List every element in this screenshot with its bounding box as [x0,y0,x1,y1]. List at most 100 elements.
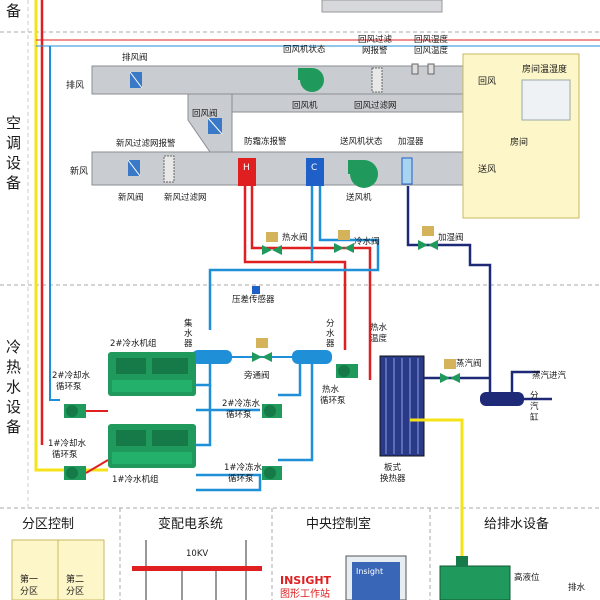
humidifier [401,157,413,185]
hvac-label-1: 空 [6,114,21,132]
chw-pump1-label-2: 循环泵 [228,473,254,484]
humidifier-steam-line [406,186,440,247]
return-branch [231,93,471,113]
supply-air-label: 送风 [478,163,496,175]
chw-loop-2 [278,364,302,397]
supply-fan-status-label: 送风机状态 [340,136,383,147]
plate-hx-label-1: 板式 [384,462,402,473]
fresh-filter [163,155,175,183]
exhaust-damper-label: 排风阀 [122,52,148,63]
top-section-label: 备 [6,2,21,20]
plate-heat-exchanger[interactable] [379,355,425,457]
return-fan[interactable] [298,68,324,92]
chiller-label-2: 热 [6,358,21,376]
voltage-label: 10KV [186,549,208,559]
fresh-air-label: 新风 [70,165,88,177]
cw-pump-2[interactable] [64,404,86,418]
chiller-2[interactable] [108,352,196,396]
supply-fan[interactable] [348,160,378,188]
hw-temp-label-1: 热水 [370,322,388,333]
return-filter-label: 回风过滤网 [354,100,397,111]
return-temp-label: 回风温度 [414,45,449,56]
chw-pump1-label-1: 1#冷冻水 [224,462,263,473]
cw-pump2-label-1: 2#冷却水 [52,370,91,381]
collector-label-1: 集 [184,318,193,329]
water-signal-line [410,418,464,560]
zone1-label-2: 分区 [20,586,38,597]
water-tank [439,565,511,600]
chiller2-label: 2#冷水机组 [110,338,157,349]
hvac-label-2: 调 [6,134,21,152]
steam-header-label-1: 分 [530,391,539,401]
steam-valve[interactable] [440,359,460,383]
chw-loop-1 [278,364,314,462]
fresh-filter-alarm-label: 新风过滤网报警 [116,138,176,149]
steam-inlet-branch [510,370,540,392]
chw-pump2-label-1: 2#冷冻水 [222,398,261,409]
hw-pump-label-1: 热水 [322,384,340,395]
chw-pump1-link [196,473,262,492]
insight-brand: INSIGHT [280,574,332,587]
supply-fan-label: 送风机 [346,192,372,203]
return-humidity-sensor [427,63,435,75]
chw-return-line [208,186,380,330]
chiller-label-1: 冷 [6,338,21,356]
hot-water-pump[interactable] [336,364,358,378]
zone2-label-1: 第二 [66,573,84,585]
water-collector [192,350,232,364]
dp-sensor [252,286,260,294]
high-level-label: 高液位 [514,572,540,583]
hot-water-supply-line [243,186,347,350]
power-busbar [132,566,262,571]
return-damper-label: 回风阀 [192,109,218,119]
humidification-valve[interactable] [418,226,438,250]
distributor-label-1: 分 [326,319,335,329]
chw-ret-1 [196,385,212,447]
return-temp-sensor [411,63,419,75]
exhaust-air-label: 排风 [66,79,84,91]
chw-pump2-label-2: 循环泵 [226,409,252,420]
insight-subtitle: 图形工作站 [280,587,330,600]
cw-pump1-label-2: 循环泵 [52,449,78,460]
drain-label: 排水 [568,582,586,593]
chw-pump-2[interactable] [262,404,282,418]
hot-water-valve[interactable] [262,232,282,255]
chw-pump-1[interactable] [262,466,282,480]
cooling-coil [306,158,324,186]
chiller-label-5: 备 [6,418,21,436]
cold-water-valve-label: 冷水阀 [354,236,380,247]
distributor-label-3: 器 [326,339,335,349]
workstation-monitor[interactable] [345,555,407,600]
hw-pump-label-2: 循环泵 [320,395,346,406]
humidification-valve-label: 加湿阀 [438,232,464,243]
chiller-1[interactable] [108,424,196,468]
hw-temp-label-2: 温度 [370,333,388,344]
steam-header-label-3: 缸 [530,412,539,423]
fresh-filter-label: 新风过滤网 [164,192,207,203]
cooling-coil-letter: C [311,163,317,173]
cw-pump-1[interactable] [64,466,86,480]
fresh-damper-label: 新风阀 [118,192,144,203]
return-fan-label: 回风机 [292,100,318,111]
steam-line [440,243,492,395]
supply-duct [91,151,471,186]
exhaust-damper[interactable] [129,71,143,89]
heating-coil-letter: H [243,163,250,173]
monitor-screen-label: Insight [356,567,383,576]
return-humidity-label: 回风湿度 [414,34,449,45]
collector-label-2: 水 [184,328,193,339]
return-damper[interactable] [207,117,223,135]
humidifier-label: 加湿器 [398,136,424,147]
steam-valve-label: 蒸汽阀 [456,358,482,369]
fresh-damper[interactable] [127,159,141,177]
cw1-link [85,459,109,474]
return-air-label: 回风 [478,76,496,87]
bypass-valve-label: 旁通阀 [244,370,270,381]
room-sensor [521,79,571,121]
freeze-alarm-label: 防霜冻报警 [244,136,287,147]
bypass-valve[interactable] [252,338,272,362]
return-filter [371,67,383,93]
chiller1-label: 1#冷水机组 [112,474,159,485]
cold-water-valve[interactable] [334,230,354,253]
